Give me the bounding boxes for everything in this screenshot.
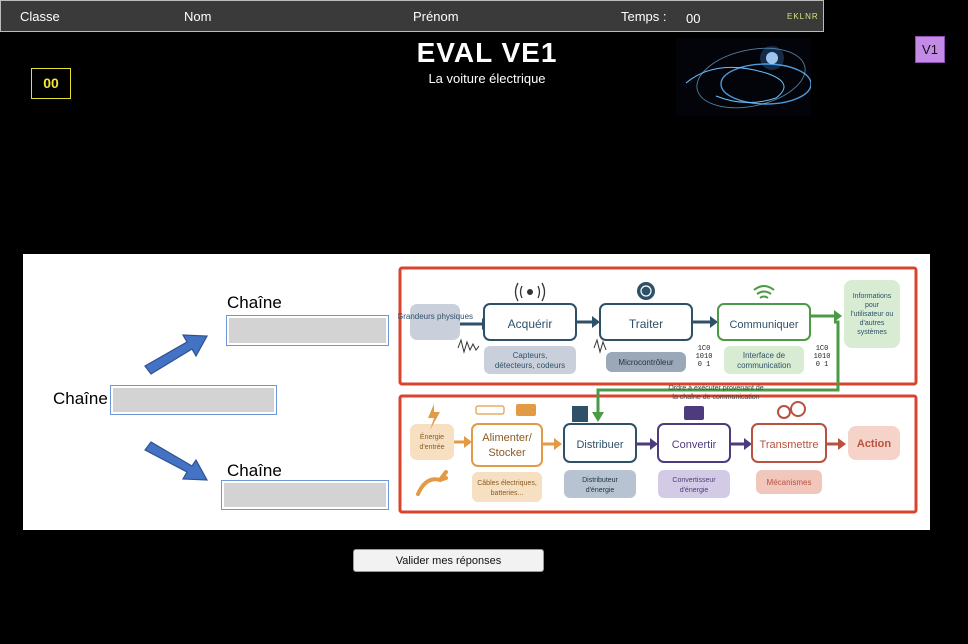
chain-bottom-label: Chaîne bbox=[227, 461, 282, 480]
alimenter-box bbox=[471, 423, 543, 467]
grandeurs-text: Grandeurs physiques bbox=[398, 312, 473, 321]
arrow-down-icon bbox=[144, 441, 209, 481]
nom-label: Nom bbox=[184, 9, 212, 24]
battery-charge-icon bbox=[516, 404, 536, 416]
svg-text:0 1: 0 1 bbox=[816, 361, 829, 369]
svg-text:l'utilisateur ou: l'utilisateur ou bbox=[851, 311, 894, 318]
communiquer-desc-box bbox=[724, 346, 804, 374]
svg-text:Câbles électriques,: Câbles électriques, bbox=[477, 480, 537, 487]
svg-text:systèmes: systèmes bbox=[857, 329, 887, 336]
score-counter: 00 bbox=[31, 68, 71, 99]
svg-text:pour: pour bbox=[865, 302, 880, 309]
gear-icon bbox=[777, 405, 791, 419]
svg-text:0 1: 0 1 bbox=[698, 361, 711, 369]
svg-text:Microcontrôleur: Microcontrôleur bbox=[618, 358, 673, 367]
svg-text:Convertir: Convertir bbox=[672, 439, 717, 451]
processor-icon bbox=[637, 282, 655, 300]
communiquer-text: Communiquer bbox=[729, 319, 798, 331]
energie-box bbox=[410, 424, 454, 460]
order-link bbox=[596, 320, 840, 414]
page-title: EVAL VE1 bbox=[416, 37, 558, 68]
chain-bottom-input[interactable] bbox=[224, 483, 386, 507]
svg-text:Capteurs,: Capteurs, bbox=[513, 351, 548, 360]
chain-main-field[interactable] bbox=[110, 385, 277, 415]
convertir-desc-box bbox=[658, 470, 730, 498]
action-box bbox=[848, 426, 900, 460]
chain-bottom-field[interactable] bbox=[221, 480, 389, 510]
submit-answers-button[interactable]: Valider mes réponses bbox=[353, 549, 544, 572]
svg-text:Mécanismes: Mécanismes bbox=[767, 478, 812, 487]
svg-text:Interface de: Interface de bbox=[743, 351, 786, 360]
information-output-box bbox=[844, 280, 900, 348]
acquerir-desc-box bbox=[484, 346, 576, 374]
chain-top-field[interactable] bbox=[226, 315, 389, 346]
chain-main-label: Chaîne bbox=[53, 389, 108, 408]
svg-text:la chaîne de communication: la chaîne de communication bbox=[672, 394, 759, 401]
svg-text:d'autres: d'autres bbox=[860, 320, 885, 327]
page-subtitle: La voiture électrique bbox=[428, 71, 546, 86]
chain-main-input[interactable] bbox=[113, 388, 274, 412]
transmettre-desc-box bbox=[756, 470, 822, 494]
svg-text:Stocker: Stocker bbox=[488, 447, 526, 459]
chain-top-input[interactable] bbox=[229, 318, 386, 343]
alimenter-desc-box bbox=[472, 472, 542, 502]
prenom-label: Prénom bbox=[413, 9, 459, 24]
svg-text:détecteurs, codeurs: détecteurs, codeurs bbox=[495, 361, 565, 370]
version-badge[interactable]: V1 bbox=[915, 36, 945, 63]
exercise-panel: Chaîne Chaîne Chaîne Grandeurs physiques… bbox=[23, 254, 930, 530]
sensor-icon bbox=[527, 289, 533, 295]
svg-text:1C0: 1C0 bbox=[816, 345, 829, 353]
svg-text:Distribuer: Distribuer bbox=[576, 439, 623, 451]
top-bar: Classe Nom Prénom Temps : 00 EKLNR bbox=[0, 0, 824, 32]
svg-text:Alimenter/: Alimenter/ bbox=[482, 432, 532, 444]
svg-text:batteries...: batteries... bbox=[491, 490, 524, 497]
svg-text:Convertisseur: Convertisseur bbox=[672, 477, 716, 484]
traiter-text: Traiter bbox=[629, 317, 663, 331]
svg-text:Distributeur: Distributeur bbox=[582, 477, 618, 484]
battery-icon bbox=[475, 405, 505, 415]
brand-logo: EKLNR bbox=[787, 12, 819, 21]
distribuer-desc-box bbox=[564, 470, 636, 498]
svg-text:Énergie: Énergie bbox=[420, 432, 444, 441]
arrow-up-icon bbox=[144, 334, 208, 375]
svg-text:Informations: Informations bbox=[853, 293, 892, 300]
svg-text:1C0: 1C0 bbox=[698, 345, 711, 353]
svg-text:1010: 1010 bbox=[814, 353, 831, 361]
svg-text:d'énergie: d'énergie bbox=[586, 487, 615, 494]
svg-text:communication: communication bbox=[737, 361, 791, 370]
wifi-icon bbox=[753, 285, 775, 299]
chain-top-label: Chaîne bbox=[227, 293, 282, 312]
lightning-icon bbox=[428, 404, 440, 430]
plug-icon bbox=[416, 470, 448, 496]
classe-label: Classe bbox=[20, 9, 60, 24]
svg-text:d'énergie: d'énergie bbox=[680, 487, 709, 494]
motor-icon bbox=[684, 406, 704, 420]
svg-text:d'entrée: d'entrée bbox=[419, 444, 444, 451]
acquerir-text: Acquérir bbox=[508, 317, 553, 331]
header-photo bbox=[676, 38, 811, 116]
info-chain-frame bbox=[398, 266, 918, 386]
communiquer-box bbox=[717, 303, 811, 341]
traiter-desc-box bbox=[606, 352, 686, 372]
svg-text:1010: 1010 bbox=[696, 353, 713, 361]
svg-text:Ordre à exécuter provenant de: Ordre à exécuter provenant de bbox=[668, 385, 763, 392]
chain-diagram: Grandeurs physiques Acquérir Capteurs, d… bbox=[398, 266, 918, 514]
temps-value: 00 bbox=[686, 11, 701, 26]
temps-label: Temps : bbox=[621, 9, 667, 24]
energy-chain-frame bbox=[398, 394, 918, 514]
svg-text:Transmettre: Transmettre bbox=[760, 439, 819, 451]
distributor-icon bbox=[572, 406, 588, 422]
svg-text:Action: Action bbox=[857, 438, 892, 450]
grandeurs-box bbox=[410, 304, 460, 340]
